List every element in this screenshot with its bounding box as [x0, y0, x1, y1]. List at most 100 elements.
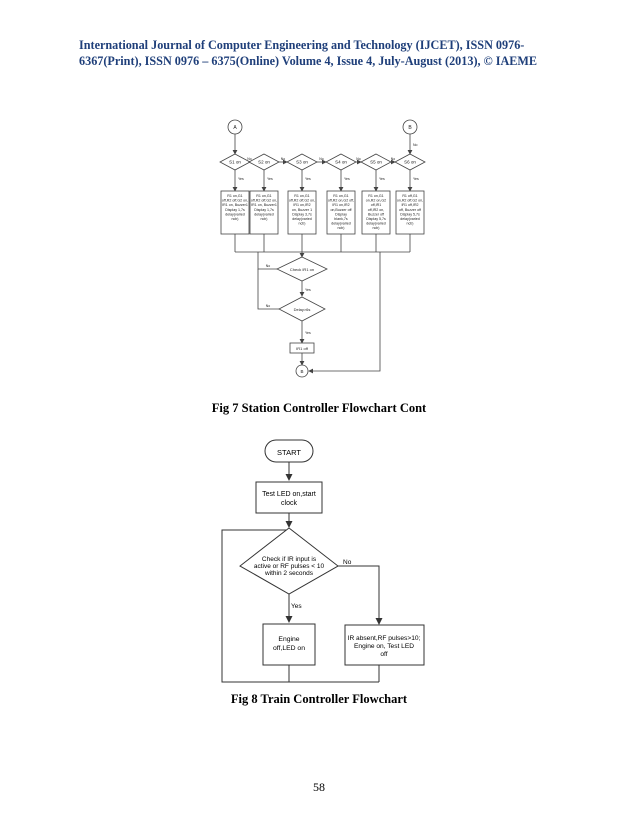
page-number: 58: [313, 780, 325, 794]
ir-absent-line-2: Engine on, Test LED: [354, 643, 414, 650]
station-action-line: on,R2 off,G2 on,: [397, 199, 423, 203]
station-action-line: blank,7s: [334, 217, 348, 221]
ir-off-label: IR1 off: [296, 346, 309, 351]
decision-no-label: No: [343, 559, 352, 566]
fig7-caption: Fig 7 Station Controller Flowchart Cont: [211, 401, 427, 415]
station-action-box: [326, 190, 356, 235]
station-action-line: IR1 on, Buzzer1: [222, 203, 248, 207]
station-action-line: off,R2 on,G2 off,: [328, 199, 354, 203]
station-yes-label: Yes: [238, 177, 244, 181]
station-yes-label: Yes: [413, 177, 419, 181]
station-decision: [219, 153, 251, 171]
station-action-line: delay(varied: [331, 222, 351, 226]
station-action-line: IR1 on,IR2: [332, 203, 349, 207]
station-action-box: [395, 190, 425, 235]
connector-a-label: A: [233, 125, 237, 131]
station-action-line: Display 1,7s: [254, 208, 274, 212]
journal-header: International Journal of Computer Engine…: [79, 37, 559, 69]
check-ir-decision: [276, 256, 328, 282]
station-action-line: R1 on,G1: [368, 194, 383, 198]
station-action-line: on,R2 on,G2: [366, 199, 386, 203]
station-action-line: R1 on,G1: [294, 194, 309, 198]
ir-absent-box: [344, 624, 425, 666]
ir-off-box: [289, 342, 315, 354]
station-action-line: IR1 on, Buzzer1: [251, 203, 277, 207]
station-decision: [325, 153, 357, 171]
test-led-line-1: Test LED on,start: [262, 491, 316, 498]
connector-bottom: [295, 364, 309, 378]
station-decision: [394, 153, 426, 171]
station-action-line: ncb): [338, 226, 345, 230]
connector-b: [402, 119, 418, 135]
fig8-caption: Fig 8 Train Controller Flowchart: [230, 692, 408, 706]
header-line-2: 6367(Print), ISSN 0976 – 6375(Online) Vo…: [79, 54, 538, 68]
connector-bottom-label: B: [300, 369, 303, 374]
station-yes-label: Yes: [344, 177, 350, 181]
station-yes-label: Yes: [379, 177, 385, 181]
decision-yes-label: Yes: [291, 603, 302, 610]
connector-a: [227, 119, 243, 135]
ir-absent-line-3: off: [380, 651, 387, 658]
station-action-line: ncb): [407, 222, 414, 226]
decision-line-2: active or RF pulses < 10: [254, 563, 325, 570]
station-decision: [248, 153, 280, 171]
connector-b-label: B: [408, 125, 412, 131]
station-action-line: ncb): [299, 222, 306, 226]
delay-yes-label: Yes: [305, 331, 311, 335]
test-led-box: [255, 481, 323, 514]
station-action-line: delay(varied: [366, 222, 386, 226]
engine-off-line-2: off,LED on: [273, 645, 305, 652]
station-action-line: R1 on,G1: [256, 194, 271, 198]
station-action-line: Display 5,7s: [400, 212, 420, 216]
station-action-line: off,R2 off,G2 on,: [251, 199, 277, 203]
no-label: No: [413, 143, 418, 147]
train-controller-flowchart: START Test LED on,start clock Check if I…: [221, 439, 425, 683]
station-label: S6 on: [404, 160, 416, 165]
station-decision: [286, 153, 318, 171]
station-decision: [360, 153, 392, 171]
station-action-line: IR1 on,IR2: [293, 203, 310, 207]
station-no-label: No: [247, 157, 252, 161]
station-label: S3 on: [296, 160, 308, 165]
check-ir-label: Check IR1 on: [290, 267, 314, 272]
station-action-line: R1 off,G1: [402, 194, 417, 198]
engine-off-line-1: Engine: [278, 636, 299, 643]
station-action-line: Display: [335, 212, 347, 216]
station-action-line: delay(varied: [292, 217, 312, 221]
station-action-line: off,IR2 on,: [368, 208, 385, 212]
station-label: S4 on: [335, 160, 347, 165]
station-action-line: on, Buzzer 1: [292, 208, 312, 212]
start-label: START: [277, 448, 301, 457]
station-no-label: No: [356, 157, 361, 161]
station-yes-label: Yes: [267, 177, 273, 181]
station-action-line: off,R2 off,G2 on,: [289, 199, 315, 203]
station-action-line: ncb): [373, 226, 380, 230]
station-label: S5 on: [370, 160, 382, 165]
ir-absent-line-1: IR absent,RF pulses>10;: [348, 635, 421, 642]
station-action-line: Display 3,7s: [292, 212, 312, 216]
station-action-line: Display 5,7s: [366, 217, 386, 221]
test-led-line-2: clock: [281, 500, 297, 507]
station-label: S1 on: [229, 160, 241, 165]
station-no-label: No: [281, 157, 286, 161]
station-action-box: [361, 190, 391, 235]
delay-label: Delay>6s: [294, 307, 311, 312]
ir-check-decision: [239, 527, 339, 595]
station-action-line: on,Buzzer off: [330, 208, 351, 212]
station-action-line: ncb): [261, 217, 268, 221]
station-action-line: R1 on,G1: [333, 194, 348, 198]
station-yes-label: Yes: [305, 177, 311, 181]
start-terminal: [264, 439, 314, 463]
station-action-line: delay(varied: [254, 212, 274, 216]
decision-line-3: within 2 seconds: [264, 570, 314, 577]
station-action-box: [287, 190, 317, 235]
station-action-line: off,IR1: [371, 203, 382, 207]
delay-decision: [278, 296, 326, 322]
station-label: S2 on: [258, 160, 270, 165]
station-action-line: off, Buzzer off: [399, 208, 421, 212]
station-action-line: delay(varied: [400, 217, 420, 221]
station-action-line: R1 on,G1: [227, 194, 242, 198]
station-action-box: [220, 190, 250, 235]
station-no-label: No: [391, 157, 396, 161]
